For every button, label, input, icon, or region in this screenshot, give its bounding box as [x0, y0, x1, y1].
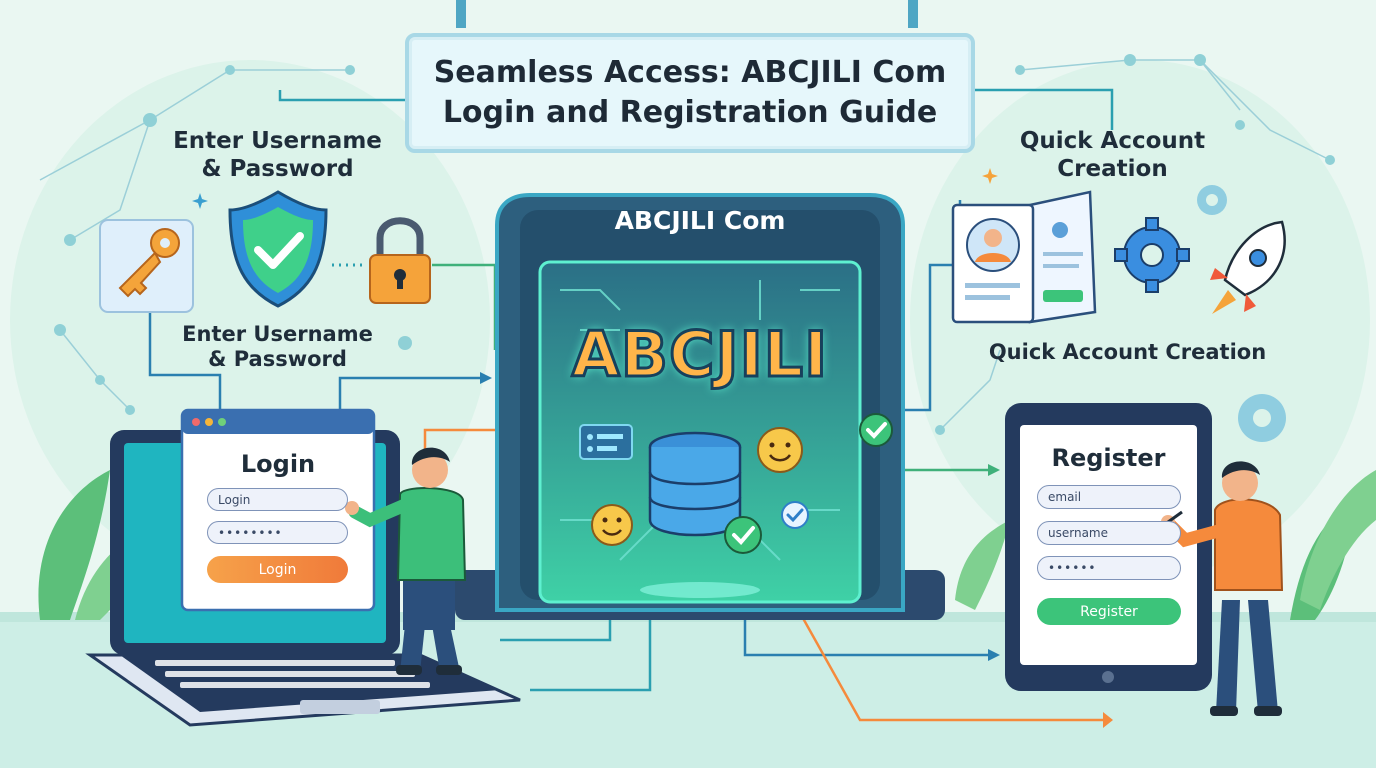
right-label-top-line-2: Creation: [1057, 155, 1168, 182]
right-label-top: Quick Account Creation: [1005, 128, 1220, 183]
key-icon: [99, 219, 194, 313]
chat-card-icon: [579, 424, 633, 460]
right-label-mid: Quick Account Creation: [988, 340, 1267, 364]
gear-icon: [1114, 185, 1286, 442]
portal-header: ABCJILI Com: [614, 206, 786, 235]
register-password-field[interactable]: ••••••: [1037, 556, 1181, 580]
right-label-top-line-1: Quick Account: [1019, 128, 1206, 154]
register-button[interactable]: Register: [1037, 598, 1181, 625]
left-label-mid: Enter Username & Password: [180, 322, 375, 372]
person-left: [345, 447, 467, 675]
title-line-2: Login and Registration Guide: [442, 95, 938, 130]
shield-check-icon: [228, 190, 328, 308]
left-label-top-line-1: Enter Username: [173, 128, 382, 154]
title-line-1: Seamless Access: ABCJILI Com: [433, 55, 947, 90]
left-label-top-line-2: & Password: [201, 155, 354, 182]
database-icon: [648, 431, 742, 537]
login-password-field[interactable]: ••••••••: [207, 521, 348, 544]
network-nodes: [54, 54, 1335, 435]
login-username-field[interactable]: Login: [207, 488, 348, 511]
hanger-right: [908, 0, 918, 28]
plant-right: [955, 470, 1376, 620]
portal-logo: ABCJILI: [570, 316, 829, 392]
portal-frame: [455, 193, 945, 620]
smiley-icon: [591, 427, 803, 546]
left-label-mid-line-1: Enter Username: [182, 322, 373, 346]
padlock-icon: [369, 217, 431, 304]
login-button[interactable]: Login: [207, 556, 348, 583]
id-card-icon: [951, 190, 1097, 324]
rocket-icon: [1210, 220, 1286, 314]
register-username-field[interactable]: username: [1037, 521, 1181, 545]
register-title: Register: [1051, 444, 1166, 472]
hanger-left: [456, 0, 466, 28]
left-label-top: Enter Username & Password: [170, 128, 385, 183]
register-email-field[interactable]: email: [1037, 485, 1181, 509]
title-banner: Seamless Access: ABCJILI Com Login and R…: [405, 33, 975, 153]
login-title: Login: [240, 450, 316, 478]
left-label-mid-line-2: & Password: [208, 347, 347, 372]
check-icon: [724, 413, 893, 554]
